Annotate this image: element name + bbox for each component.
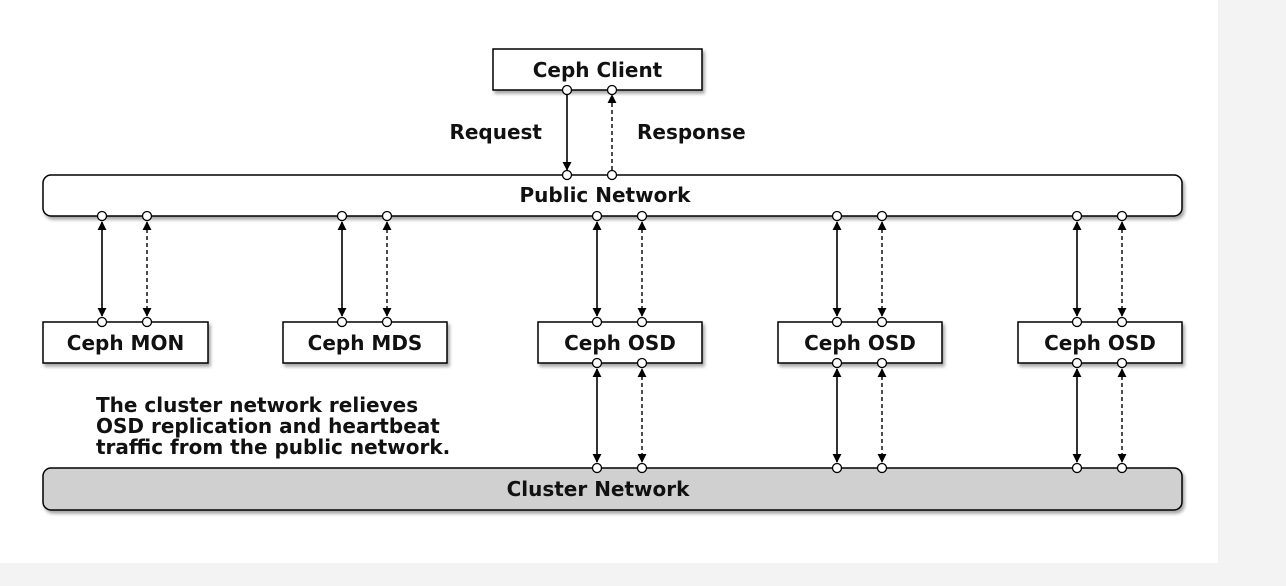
note-line-1: The cluster network relieves (96, 393, 418, 417)
port-dot (831, 210, 843, 222)
diagram-canvas: Ceph Client Public Network Cluster Netwo… (0, 0, 1218, 563)
ceph-network-diagram: Ceph Client Public Network Cluster Netwo… (42, 48, 1183, 511)
port-dot (336, 316, 348, 328)
ceph-osd-label-1: Ceph OSD (564, 331, 676, 355)
port-dot (876, 357, 888, 369)
port-dot (636, 357, 648, 369)
ceph-mon-node: Ceph MON (42, 321, 209, 364)
port-dot (876, 462, 888, 474)
port-dot (591, 210, 603, 222)
port-dot (591, 357, 603, 369)
port-dot (1116, 462, 1128, 474)
port-circles (96, 84, 1128, 474)
port-dot (1116, 210, 1128, 222)
port-dot (561, 84, 573, 96)
port-dot (606, 84, 618, 96)
port-dot (831, 357, 843, 369)
port-dot (591, 316, 603, 328)
ceph-osd-node-2: Ceph OSD (777, 321, 943, 364)
port-dot (876, 316, 888, 328)
port-dot (636, 316, 648, 328)
port-dot (96, 316, 108, 328)
port-dot (606, 169, 618, 181)
response-label: Response (637, 120, 746, 144)
port-dot (831, 316, 843, 328)
port-dot (1071, 462, 1083, 474)
cluster-network-node: Cluster Network (42, 467, 1183, 511)
ceph-osd-node-1: Ceph OSD (537, 321, 703, 364)
ceph-client-node: Ceph Client (492, 48, 703, 91)
ceph-mds-label: Ceph MDS (308, 331, 423, 355)
port-dot (381, 316, 393, 328)
public-network-label: Public Network (520, 183, 692, 207)
port-dot (636, 462, 648, 474)
note-line-3: traffic from the public network. (96, 435, 450, 459)
public-links (97, 221, 1127, 317)
port-dot (561, 169, 573, 181)
port-dot (1071, 210, 1083, 222)
port-dot (1071, 316, 1083, 328)
ceph-osd-label-3: Ceph OSD (1044, 331, 1156, 355)
port-dot (96, 210, 108, 222)
port-dot (1116, 357, 1128, 369)
cluster-links (592, 368, 1127, 463)
port-dot (381, 210, 393, 222)
ceph-mds-node: Ceph MDS (282, 321, 448, 364)
port-dot (1116, 316, 1128, 328)
port-dot (141, 316, 153, 328)
port-dot (876, 210, 888, 222)
port-dot (636, 210, 648, 222)
ceph-client-label: Ceph Client (533, 58, 663, 82)
cluster-network-label: Cluster Network (507, 477, 691, 501)
note-line-2: OSD replication and heartbeat (96, 414, 440, 438)
port-dot (831, 462, 843, 474)
request-label: Request (449, 120, 542, 144)
port-dot (141, 210, 153, 222)
port-dot (1071, 357, 1083, 369)
ceph-mon-label: Ceph MON (67, 331, 184, 355)
port-dot (336, 210, 348, 222)
ceph-osd-label-2: Ceph OSD (804, 331, 916, 355)
port-dot (591, 462, 603, 474)
ceph-osd-node-3: Ceph OSD (1017, 321, 1183, 364)
public-network-node: Public Network (42, 174, 1183, 217)
cluster-note: The cluster network relieves OSD replica… (96, 393, 450, 459)
